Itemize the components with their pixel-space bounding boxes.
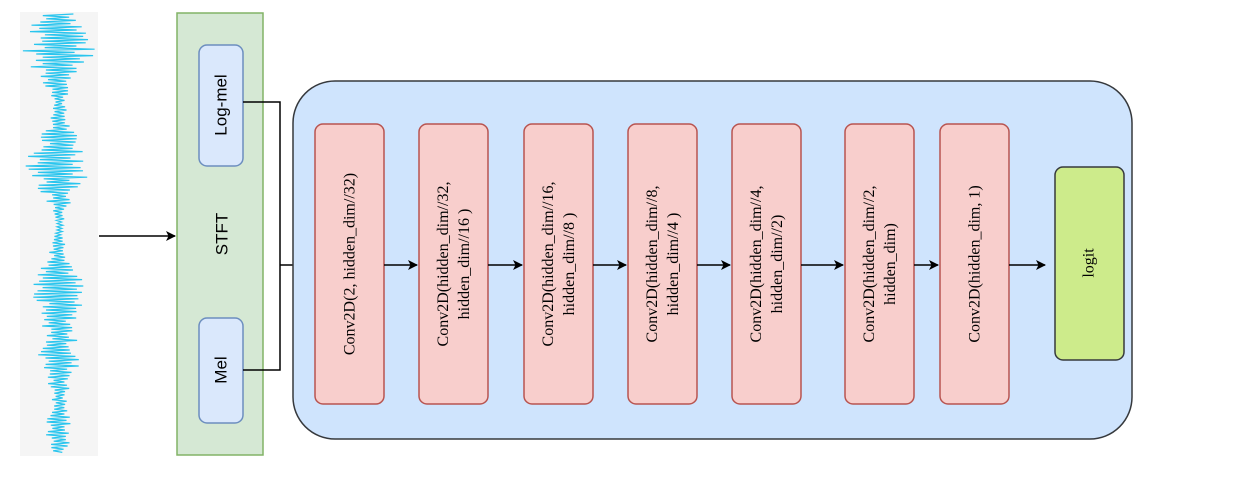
conv-layer-label-line: Conv2D(hidden_dim//8, bbox=[644, 186, 661, 343]
conv-layer-6: Conv2D(hidden_dim//2,hidden_dim) bbox=[844, 123, 915, 405]
conv-layer-label-line: Conv2D(hidden_dim//32, bbox=[435, 182, 452, 347]
conv-layer-label: Conv2D(hidden_dim//32,hidden_dim//16 ) bbox=[435, 182, 473, 347]
log-mel-label: Log-mel bbox=[212, 74, 231, 135]
conv-layer-3: Conv2D(hidden_dim//16,hidden_dim//8 ) bbox=[523, 123, 594, 405]
conv-layer-label-line: Conv2D(hidden_dim//2, bbox=[861, 186, 878, 343]
conv-layer-label: Conv2D(hidden_dim//8,hidden_dim//4 ) bbox=[644, 186, 682, 343]
conv-layer-2: Conv2D(hidden_dim//32,hidden_dim//16 ) bbox=[418, 123, 489, 405]
conv-layer-box bbox=[844, 123, 915, 405]
connector-mel bbox=[243, 265, 281, 371]
conv-layer-label: Conv2D(hidden_dim//16,hidden_dim//8 ) bbox=[540, 182, 578, 347]
logit-box: logit bbox=[1054, 166, 1125, 361]
conv-layer-label: Conv2D(2, hidden_dim//32) bbox=[342, 173, 359, 355]
conv-layer-label-line: hidden_dim//4 ) bbox=[665, 213, 682, 316]
mel-label: Mel bbox=[212, 356, 231, 383]
conv-layer-1: Conv2D(2, hidden_dim//32) bbox=[314, 123, 385, 405]
mel-box: Mel bbox=[198, 317, 244, 424]
conv-layer-label-line: hidden_dim//8 ) bbox=[561, 213, 578, 316]
conv-layer-label: Conv2D(hidden_dim, 1) bbox=[967, 185, 984, 342]
conv-layer-box bbox=[523, 123, 594, 405]
conv-layer-box bbox=[314, 123, 385, 405]
conv-layer-label: Conv2D(hidden_dim//4,hidden_dim//2) bbox=[748, 186, 786, 343]
conv-layer-5: Conv2D(hidden_dim//4,hidden_dim//2) bbox=[731, 123, 802, 405]
conv-layer-label-line: Conv2D(2, hidden_dim//32) bbox=[342, 173, 359, 355]
conv-layer-label-line: Conv2D(hidden_dim//4, bbox=[748, 186, 765, 343]
logit-label: logit bbox=[1081, 248, 1098, 278]
log-mel-box: Log-mel bbox=[198, 44, 244, 167]
conv-layer-box bbox=[627, 123, 698, 405]
conv-layer-box bbox=[939, 123, 1010, 405]
audio-waveform bbox=[20, 12, 98, 456]
conv-layer-label-line: hidden_dim//2) bbox=[769, 215, 786, 314]
connector-log-mel bbox=[243, 101, 281, 265]
stft-label: STFT bbox=[213, 213, 232, 256]
conv-layer-label: Conv2D(hidden_dim//2,hidden_dim) bbox=[861, 186, 899, 343]
conv-layer-label-line: hidden_dim//16 ) bbox=[456, 209, 473, 320]
network-container bbox=[292, 80, 1133, 440]
conv-layer-label-line: Conv2D(hidden_dim//16, bbox=[540, 182, 557, 347]
conv-layer-7: Conv2D(hidden_dim, 1) bbox=[939, 123, 1010, 405]
conv-layer-label-line: hidden_dim) bbox=[882, 223, 899, 305]
conv-layer-box bbox=[418, 123, 489, 405]
conv-layer-box bbox=[731, 123, 802, 405]
conv-layer-label-line: Conv2D(hidden_dim, 1) bbox=[967, 185, 984, 342]
conv-layer-4: Conv2D(hidden_dim//8,hidden_dim//4 ) bbox=[627, 123, 698, 405]
